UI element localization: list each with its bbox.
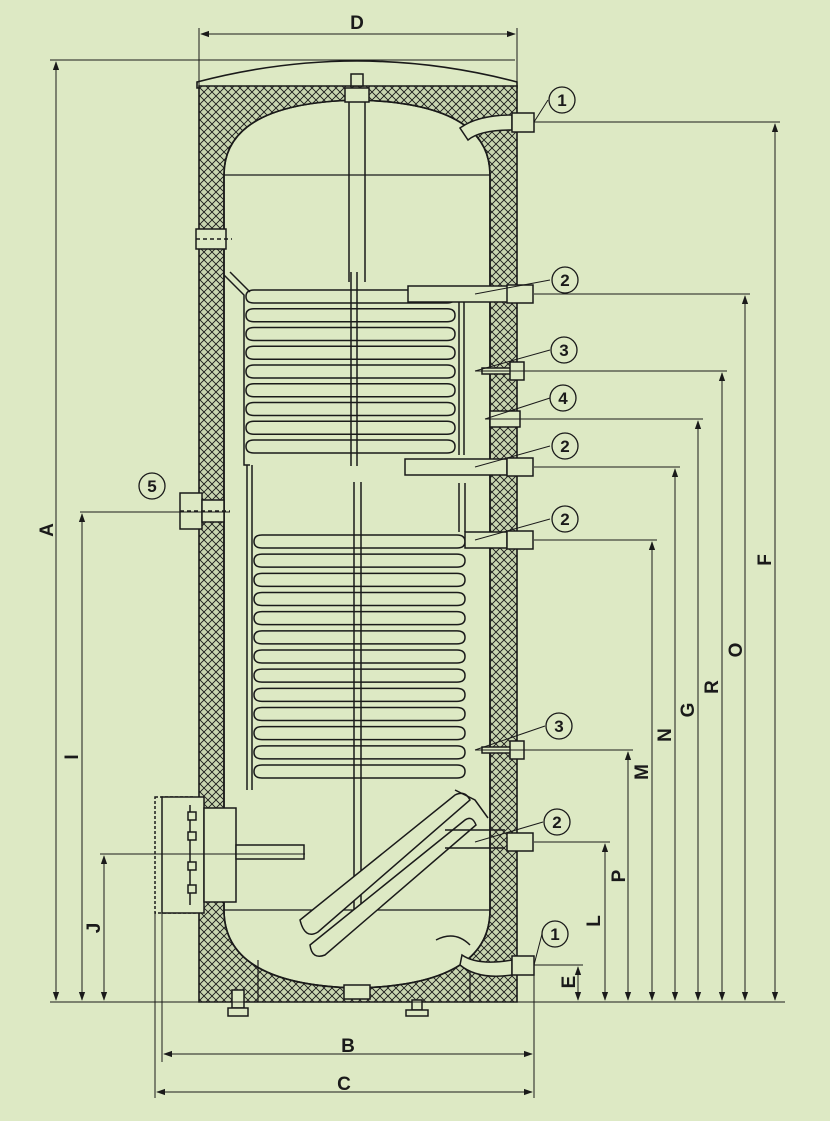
lower-coil-turn [253, 706, 466, 722]
lower-coil-turn [253, 764, 466, 779]
lower-coil-turn [253, 534, 466, 549]
callout-3-a: 3 [559, 341, 568, 360]
lower-coil-turn [253, 687, 466, 703]
callout-2-c: 2 [560, 510, 569, 529]
callout-1-bottom: 1 [550, 925, 559, 944]
heater-flange [154, 796, 305, 914]
dim-label-p: P [609, 869, 630, 882]
dim-label-r: R [702, 680, 723, 694]
dim-label-c: C [337, 1074, 351, 1095]
dim-label-g: G [678, 703, 699, 718]
lower-coil-turn [253, 668, 466, 683]
lower-coil-turn [253, 725, 466, 741]
lower-coil-turn [253, 553, 466, 568]
diagonal-inlet-pipes [299, 789, 505, 957]
lower-coil-turn [253, 572, 466, 588]
callout-4: 4 [558, 389, 568, 408]
dim-label-d: D [350, 13, 364, 34]
callout-1-top: 1 [557, 91, 566, 110]
callout-2-b: 2 [560, 437, 569, 456]
pipe-connections [404, 112, 535, 977]
callout-5: 5 [147, 477, 156, 496]
bottom-fittings [227, 984, 429, 1017]
callouts [138, 86, 579, 948]
dim-label-l: L [584, 915, 605, 927]
dim-label-b: B [341, 1036, 355, 1057]
dim-label-f: F [755, 554, 776, 566]
dim-label-n: N [655, 728, 676, 742]
anode-top [344, 73, 370, 282]
flange-5 [179, 492, 230, 530]
dim-label-m: M [632, 764, 653, 780]
callout-2-d: 2 [552, 813, 561, 832]
lower-coil [253, 534, 466, 779]
lower-coil-turn [253, 610, 466, 626]
dim-label-o: O [726, 643, 747, 658]
callout-2-a: 2 [560, 271, 569, 290]
left-sensor-socket [195, 228, 232, 250]
lower-coil-turn [253, 630, 466, 645]
callout-3-b: 3 [554, 717, 563, 736]
dim-label-e: E [559, 976, 580, 989]
lower-coil-pipes [246, 465, 466, 910]
dim-label-i: I [62, 754, 83, 759]
dim-label-a: A [37, 523, 58, 537]
lower-coil-turn [253, 649, 466, 664]
lower-coil-turn [253, 745, 466, 760]
dimension-lines [50, 28, 785, 1098]
dim-label-j: J [84, 923, 105, 934]
lower-coil-turn [253, 591, 466, 607]
dimension-labels: D B C A I J F O R G N M P L E [37, 13, 776, 1095]
callout-numbers: 1 2 3 4 2 2 5 3 2 1 [147, 91, 569, 944]
